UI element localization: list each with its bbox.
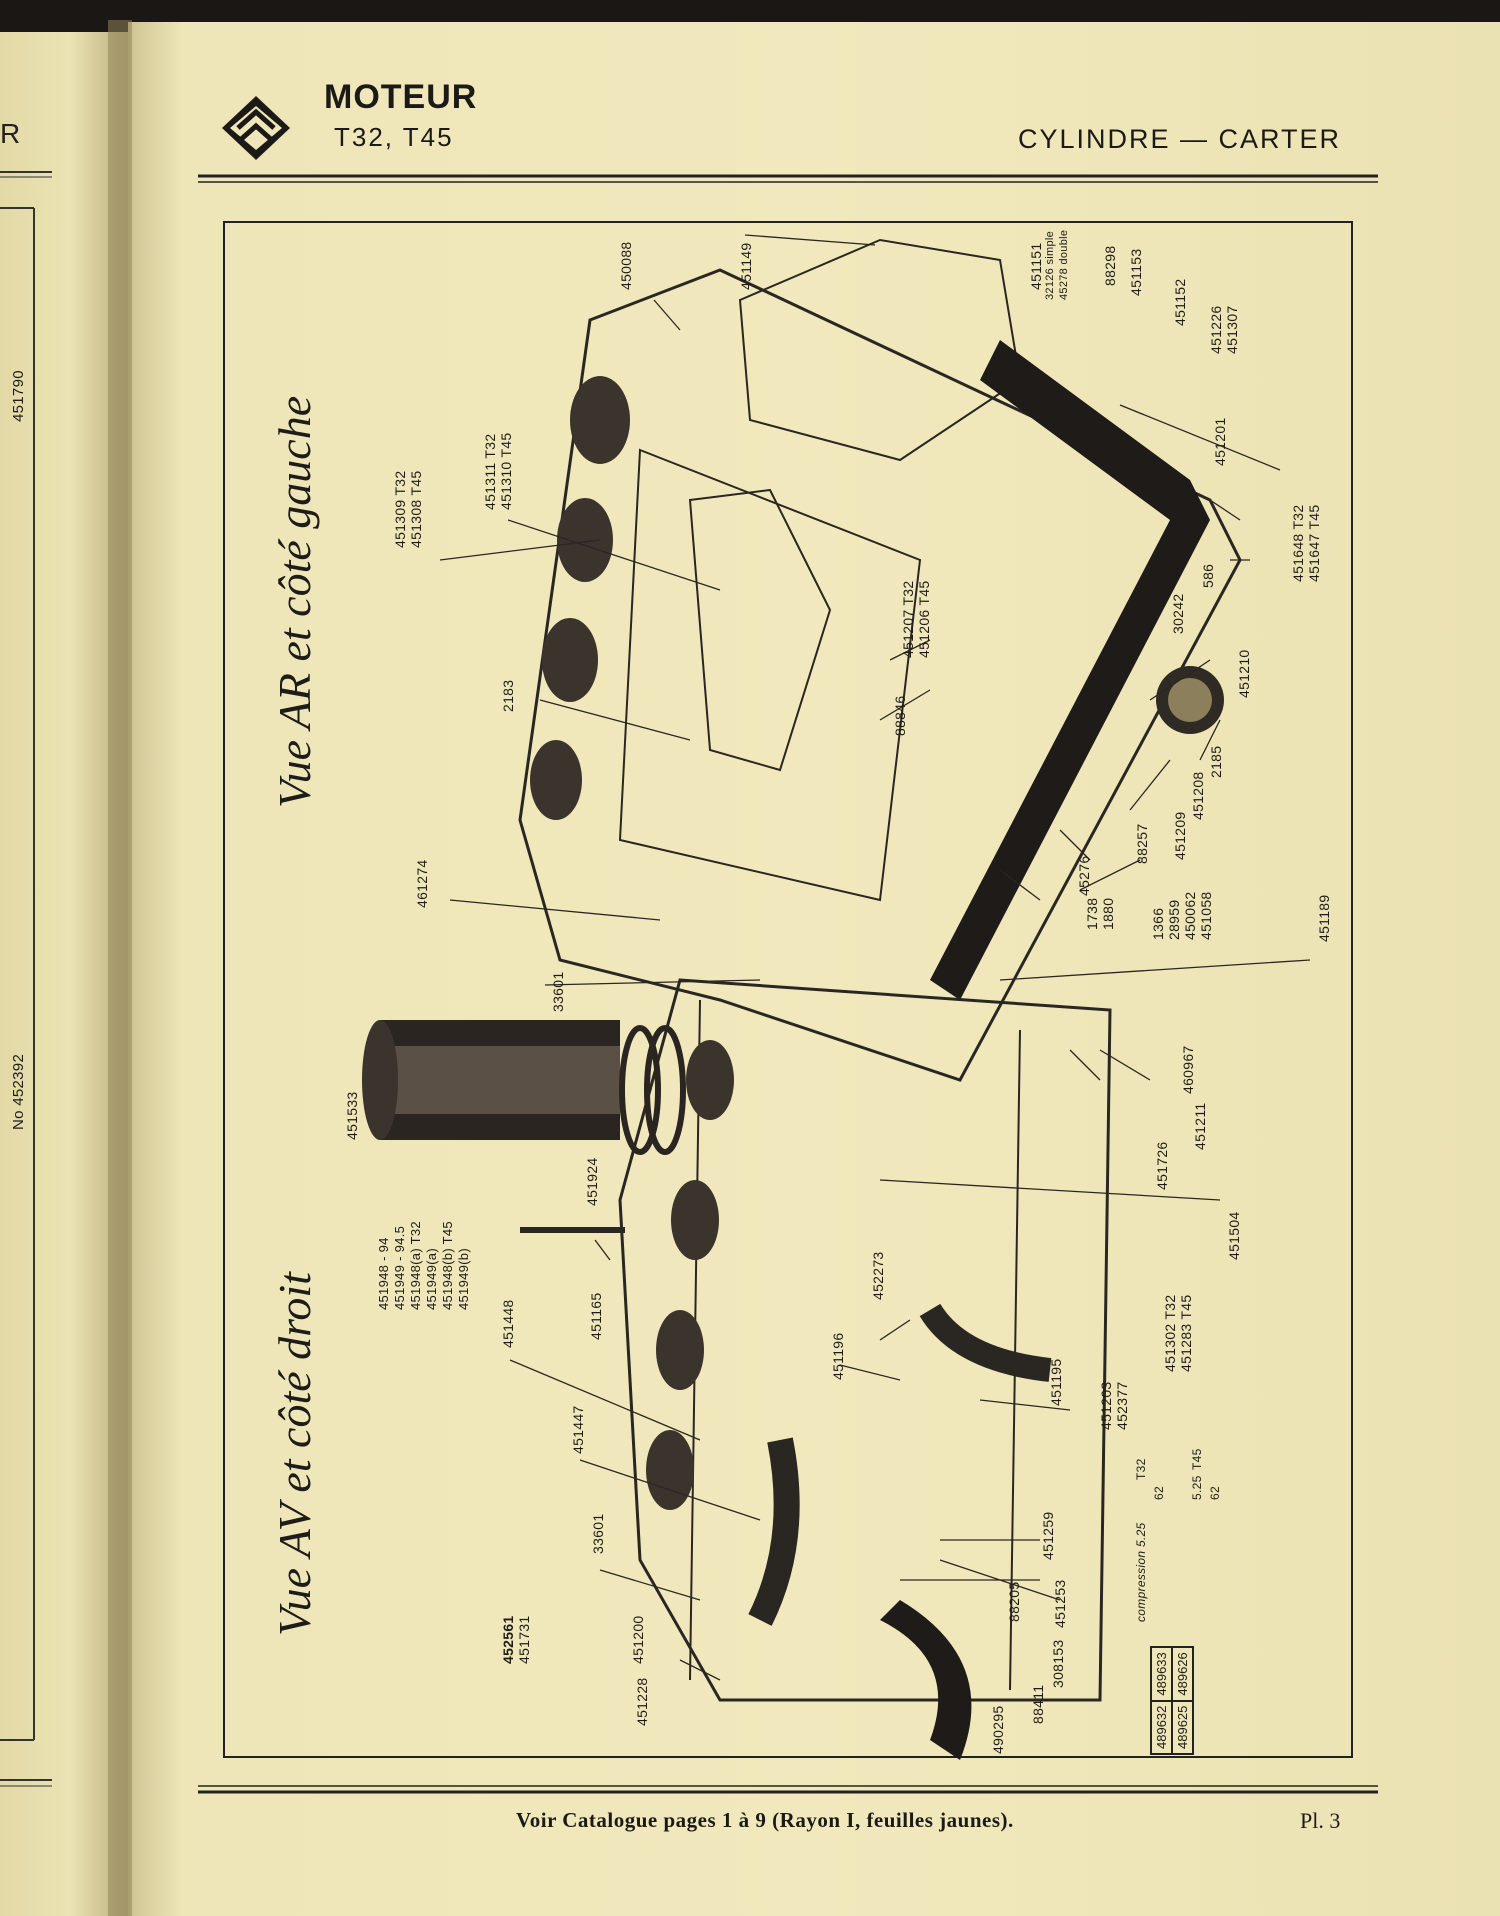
part-number: 451308 T45: [408, 470, 424, 548]
part-number: 88257: [1134, 823, 1150, 864]
part-number: 461274: [414, 859, 430, 908]
plate-number: Pl. 3: [1300, 1808, 1341, 1833]
part-number: 451949(b): [456, 1248, 471, 1310]
part-number: 451448: [500, 1299, 516, 1348]
section-title: CYLINDRE — CARTER: [1018, 124, 1342, 154]
part-number: 451310 T45: [498, 432, 514, 510]
part-number: 451153: [1128, 248, 1144, 296]
part-number: 33601: [590, 1513, 606, 1554]
part-number: 451206 T45: [916, 580, 932, 658]
part-number: 451948(b) T45: [440, 1221, 455, 1310]
part-number: 452377: [1114, 1381, 1130, 1430]
part-number: 450088: [618, 241, 634, 290]
part-number: 88298: [1102, 245, 1118, 286]
page-subtitle: T32, T45: [334, 122, 454, 152]
part-number: 451307: [1224, 305, 1240, 354]
part-number: 451209: [1172, 811, 1188, 860]
part-number: 32126 simple: [1044, 230, 1056, 300]
left-page-ref: No 452392: [10, 1053, 27, 1130]
part-number: 88411: [1030, 1684, 1046, 1724]
part-number: 451302 T32: [1162, 1294, 1178, 1372]
part-number: 451201: [1212, 417, 1228, 466]
part-number: 451228: [634, 1677, 650, 1726]
part-number: 451948 - 94: [376, 1237, 391, 1310]
part-number: 30242: [1170, 593, 1186, 634]
part-number: 451309 T32: [392, 470, 408, 548]
view-label-front-right: Vue AV et côté droit: [269, 1272, 320, 1636]
left-page: [0, 32, 128, 1916]
code-cell: 489633: [1151, 1647, 1172, 1701]
part-number: 451533: [344, 1091, 360, 1140]
part-number: 33601: [550, 971, 566, 1012]
part-number: 1880: [1100, 897, 1116, 930]
part-number: 450062: [1182, 891, 1198, 940]
part-number: 88846: [892, 695, 908, 736]
right-page: [128, 22, 1500, 1916]
part-number: 451283 T45: [1178, 1294, 1194, 1372]
view-label-rear-left: Vue AR et côté gauche: [269, 395, 320, 808]
chevron-logo-icon: [222, 96, 290, 160]
part-number: 451058: [1198, 891, 1214, 940]
part-number: 451447: [570, 1405, 586, 1454]
part-number: 451200: [630, 1615, 646, 1664]
part-number: 451208: [1190, 771, 1206, 820]
part-number: 2183: [500, 679, 516, 712]
part-number: 88205: [1006, 1581, 1022, 1622]
left-page-ref: 451790: [10, 370, 27, 422]
code-cell: 489632: [1151, 1700, 1172, 1754]
part-number: 451647 T45: [1306, 504, 1322, 582]
code-cell: 489625: [1172, 1700, 1193, 1754]
left-page-heading-fragment: R: [0, 118, 21, 149]
part-number: 451165: [588, 1292, 604, 1340]
part-number: 451949(a): [424, 1248, 439, 1310]
part-number: 451210: [1236, 649, 1252, 698]
part-number: 451924: [584, 1157, 600, 1206]
compression-value: T32: [1134, 1458, 1148, 1480]
part-number: 490295: [990, 1705, 1006, 1754]
cylinder-liner: [362, 1020, 620, 1140]
part-number: 308153: [1050, 1639, 1066, 1688]
footer-reference: Voir Catalogue pages 1 à 9 (Rayon I, feu…: [516, 1808, 1014, 1832]
part-number: 452273: [870, 1251, 886, 1300]
code-table: 489632 489633 489625 489626: [1150, 1646, 1194, 1755]
part-number: 451207 T32: [900, 580, 916, 658]
part-number: 586: [1200, 563, 1216, 588]
page-title: MOTEUR: [324, 78, 478, 116]
compression-value: 62: [1208, 1486, 1222, 1500]
part-number: 451211: [1192, 1102, 1208, 1150]
part-number: 28959: [1166, 899, 1182, 940]
compression-value: 5.25: [1190, 1475, 1204, 1500]
cylinder-bores: [530, 376, 630, 820]
part-number: 452561: [500, 1615, 516, 1664]
part-number: 451189: [1316, 894, 1332, 942]
part-number: 451648 T32: [1290, 504, 1306, 582]
part-number: 451195: [1048, 1358, 1064, 1406]
part-number: 451731: [516, 1615, 532, 1664]
part-number: 451151: [1028, 242, 1044, 290]
part-number: 451259: [1040, 1511, 1056, 1560]
part-number: 451726: [1154, 1141, 1170, 1190]
part-number: 451949 - 94.5: [392, 1225, 407, 1310]
part-number: 451196: [830, 1332, 846, 1380]
code-cell: 489626: [1172, 1647, 1193, 1701]
compression-value: T45: [1190, 1448, 1204, 1470]
part-number: 451152: [1172, 278, 1188, 326]
part-number: 451203: [1098, 1381, 1114, 1430]
compression-value: 62: [1152, 1486, 1166, 1500]
part-number: 45278 double: [1058, 229, 1070, 300]
part-number: 451226: [1208, 305, 1224, 354]
part-number: 2185: [1208, 745, 1224, 778]
part-number: 451311 T32: [482, 433, 498, 510]
part-number: 451504: [1226, 1211, 1242, 1260]
part-number: 451253: [1052, 1579, 1068, 1628]
part-number: 1738: [1084, 897, 1100, 930]
part-number: 45276: [1076, 855, 1092, 896]
compression-label: compression 5.25: [1134, 1522, 1148, 1622]
part-number: 451149: [738, 242, 754, 290]
part-number: 451948(a) T32: [408, 1221, 423, 1310]
leader-lines: [439, 234, 1311, 1681]
part-number: 460967: [1180, 1045, 1196, 1094]
part-number: 1366: [1150, 907, 1166, 940]
